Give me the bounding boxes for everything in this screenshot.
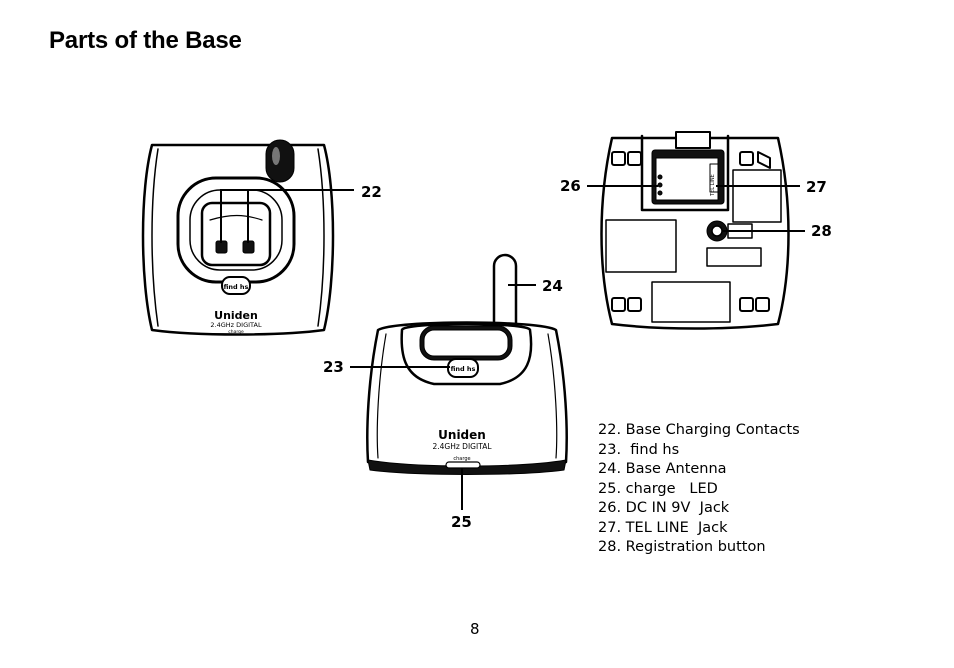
callout-25: 25 [451, 513, 472, 531]
legend-item: 22. Base Charging Contacts [598, 422, 800, 438]
front-view-charge: charge [453, 456, 470, 462]
page-title: Parts of the Base [49, 27, 242, 54]
front-view-model: 2.4GHz DIGITAL [432, 442, 492, 451]
legend-item: 24. Base Antenna [598, 461, 727, 477]
legend-item: 23. find hs [598, 441, 680, 458]
base-top-view [141, 139, 335, 336]
top-view-find-hs-label: find hs [224, 283, 249, 291]
parts-legend: 22. Base Charging Contacts 23. find hs 2… [598, 421, 800, 558]
front-view-find-hs-label: find hs [451, 365, 476, 373]
top-view-model: 2.4GHz DIGITAL [210, 321, 262, 329]
callout-23: 23 [323, 358, 344, 376]
bottom-view-tel-line-label: TEL LINE [710, 174, 716, 197]
callout-28: 28 [811, 222, 832, 240]
leader-lines [220, 185, 805, 510]
legend-item: 25. charge LED [598, 480, 718, 497]
front-view-brand: Uniden [438, 428, 486, 442]
top-view-brand: Uniden [214, 309, 258, 322]
callout-22: 22 [361, 183, 382, 201]
legend-item: 27. TEL LINE Jack [598, 519, 728, 536]
callout-26: 26 [560, 177, 581, 195]
legend-item: 26. DC IN 9V Jack [598, 500, 730, 516]
top-view-charge: charge [228, 329, 244, 335]
page-number: 8 [470, 620, 480, 638]
legend-item: 28. Registration button [598, 539, 766, 555]
base-front-view [366, 253, 568, 475]
callout-24: 24 [542, 277, 563, 295]
callout-27: 27 [806, 178, 827, 196]
